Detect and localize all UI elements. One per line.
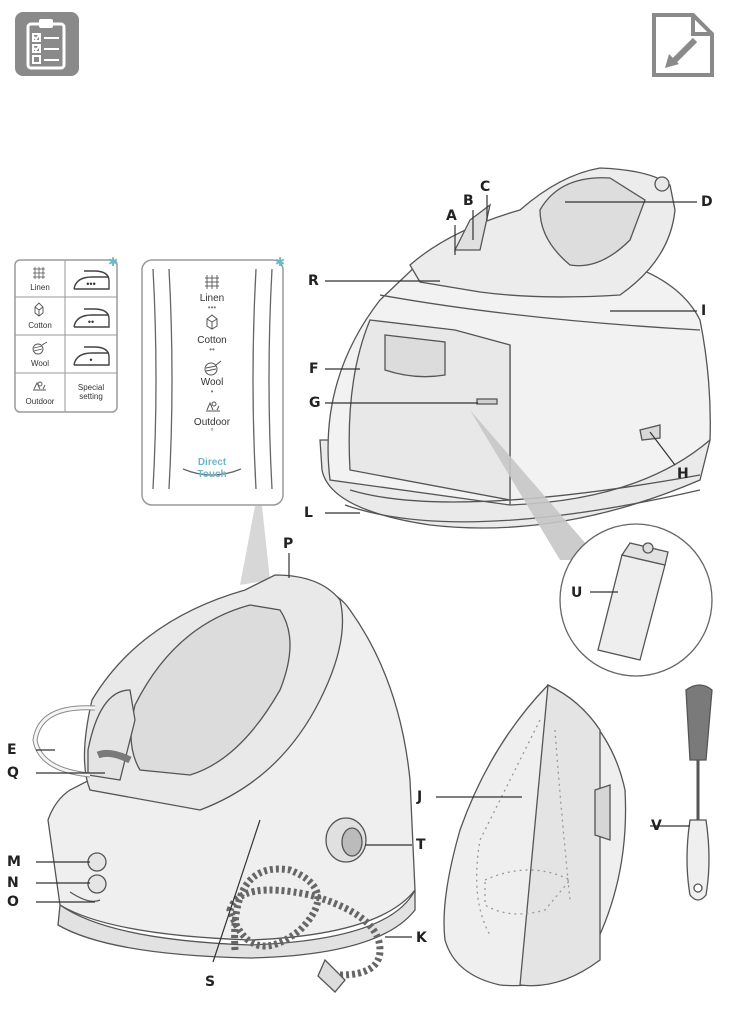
iron-soleplate: [443, 684, 627, 987]
iron-1-dot-icon: [73, 346, 110, 366]
callout-o: O: [7, 894, 19, 910]
sparkle-icon: ✱: [108, 255, 119, 269]
callout-m: M: [7, 854, 21, 870]
callout-k: K: [416, 930, 427, 946]
descaling-brush: [685, 684, 713, 901]
table-label-outdoor: Outdoor: [26, 397, 55, 406]
fabric-settings-table: ••• •• • Linen Cotton Wool Outdoor Speci…: [14, 255, 118, 413]
callout-g: G: [309, 395, 321, 411]
direct-touch-dial-panel: Linen ••• Cotton •• Wool • Outdoor ° Dir…: [141, 255, 285, 506]
anti-scale-cartridge: [597, 542, 669, 661]
callout-e: E: [7, 742, 17, 758]
iron-dots-wool: •: [89, 355, 92, 365]
linen-grid-icon: [33, 267, 45, 279]
wool-yarn-icon: [32, 341, 48, 355]
iron-3-dots-icon: [73, 270, 110, 290]
power-cord: [226, 865, 384, 979]
table-label-wool: Wool: [31, 359, 49, 368]
outdoor-icon: [33, 381, 46, 391]
dial-pointer: [240, 506, 270, 585]
callout-p: P: [283, 536, 294, 552]
dial-label-cotton: Cotton: [197, 335, 226, 346]
callout-t: T: [416, 837, 426, 853]
checklist-icon[interactable]: [15, 12, 79, 76]
dial-dots-linen: •••: [208, 303, 217, 312]
iron-2-dots-icon: [73, 308, 110, 328]
dial-label-wool: Wool: [201, 377, 224, 388]
cartridge-pointer: [470, 410, 600, 560]
callout-v: V: [651, 818, 662, 834]
callout-i: I: [701, 303, 707, 319]
callout-h: H: [677, 466, 689, 482]
edit-document-icon[interactable]: [651, 12, 715, 78]
callout-f: F: [309, 361, 319, 377]
callout-l: L: [304, 505, 313, 521]
dial-dots-wool: •: [211, 387, 214, 396]
plug: [317, 958, 346, 993]
callout-lines: [36, 195, 697, 963]
lower-station: [32, 574, 416, 959]
special-setting-label: Special setting: [77, 383, 105, 401]
dial-sparkle-icon: ✱: [275, 255, 286, 269]
callout-a: A: [446, 208, 457, 224]
dial-dots-cotton: ••: [209, 345, 215, 354]
dial-label-outdoor: Outdoor: [194, 417, 231, 428]
callout-d: D: [701, 194, 713, 210]
table-label-cotton: Cotton: [28, 321, 52, 330]
callout-u: U: [571, 585, 583, 601]
dial-label-linen: Linen: [200, 293, 224, 304]
callout-b: B: [463, 193, 474, 209]
cotton-ball-icon: [34, 302, 44, 317]
iron-dots-linen: •••: [86, 279, 95, 289]
callout-r: R: [308, 273, 319, 289]
dial-cotton-icon: [206, 314, 218, 330]
dial-wool-icon: [204, 360, 222, 376]
callout-c: C: [480, 179, 491, 195]
brand-direct: Direct: [198, 457, 227, 468]
dial-linen-grid-icon: [205, 275, 219, 289]
table-label-linen: Linen: [30, 283, 50, 292]
iron-dots-cotton: ••: [88, 317, 94, 327]
brand-touch: Touch: [197, 469, 226, 480]
dial-dots-outdoor: °: [210, 427, 213, 436]
callout-s: S: [205, 974, 216, 990]
dial-outdoor-icon: [206, 401, 220, 412]
callout-q: Q: [7, 765, 19, 781]
callout-n: N: [7, 875, 19, 891]
callout-j: J: [417, 789, 423, 805]
